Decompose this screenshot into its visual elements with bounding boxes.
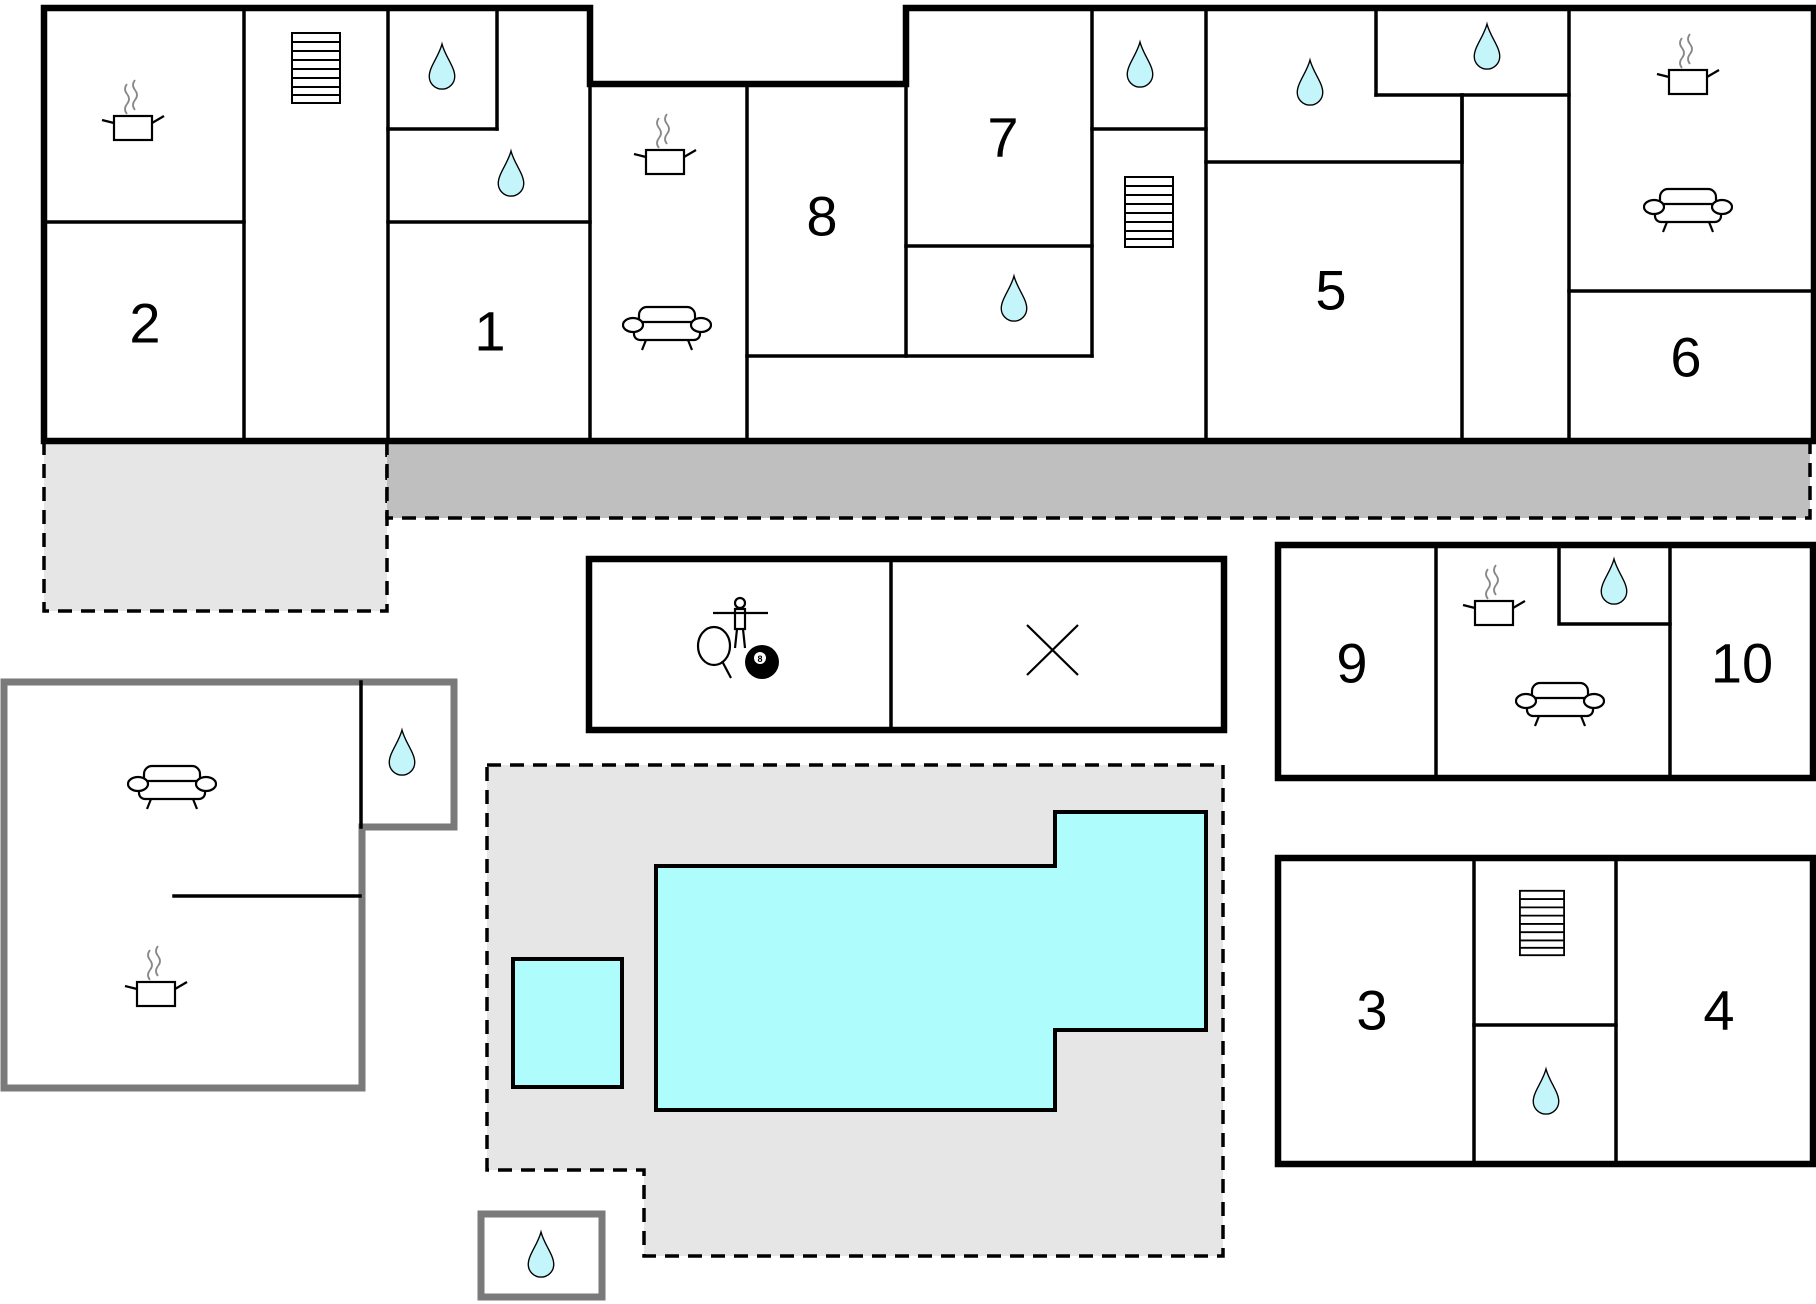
water-drop-icon <box>1000 275 1028 322</box>
water-drop-icon <box>1296 59 1324 106</box>
sofa-icon <box>1643 187 1733 234</box>
room-label-8: 8 <box>806 185 837 248</box>
staircase-icon <box>1124 176 1174 248</box>
hot-tub <box>511 957 624 1089</box>
room-label-5: 5 <box>1315 259 1346 322</box>
outbuilding-left <box>0 678 458 1092</box>
sofa-icon <box>127 764 217 811</box>
sofa-icon <box>1515 681 1605 728</box>
room-label-2: 2 <box>129 292 160 355</box>
games-room-icon: 8 <box>696 596 779 679</box>
water-drop-icon <box>1532 1068 1560 1115</box>
staircase-icon <box>291 32 341 104</box>
cooking-pot-icon <box>100 78 166 142</box>
water-drop-icon <box>388 729 416 776</box>
games-building <box>585 555 1228 734</box>
room-label-3: 3 <box>1356 979 1387 1042</box>
room-label-1: 1 <box>474 300 505 363</box>
annex-upper <box>1274 541 1816 782</box>
svg-text:8: 8 <box>757 654 762 664</box>
outdoor-shower <box>477 1210 606 1301</box>
room-label-10: 10 <box>1711 632 1773 695</box>
room-label-4: 4 <box>1703 979 1734 1042</box>
water-drop-icon <box>527 1231 555 1278</box>
staircase-icon <box>1519 889 1565 957</box>
sofa-icon <box>622 305 712 352</box>
cooking-pot-icon <box>632 112 698 176</box>
cooking-pot-icon <box>1655 32 1721 96</box>
water-drop-icon <box>1126 41 1154 88</box>
terrace-left <box>42 441 389 613</box>
main-building <box>40 4 1816 445</box>
room-label-6: 6 <box>1670 326 1701 389</box>
room-label-7: 7 <box>987 106 1018 169</box>
swimming-pool <box>654 810 1208 1112</box>
terrace-long <box>385 441 1812 520</box>
cooking-pot-icon <box>123 944 189 1008</box>
water-drop-icon <box>1473 23 1501 70</box>
annex-lower <box>1274 854 1816 1168</box>
water-drop-icon <box>1600 558 1628 605</box>
room-label-9: 9 <box>1336 632 1367 695</box>
water-drop-icon <box>497 150 525 197</box>
cooking-pot-icon <box>1461 563 1527 627</box>
water-drop-icon <box>428 43 456 90</box>
